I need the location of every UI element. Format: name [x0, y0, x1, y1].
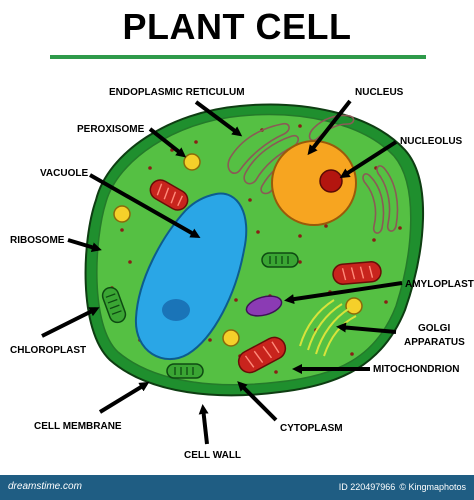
author-credit[interactable]: © Kingmaphotos: [399, 482, 466, 492]
footer-credits: ID 220497966© Kingmaphotos: [335, 482, 466, 492]
arrow-peroxisome: [148, 127, 187, 158]
label-nucleus: NUCLEUS: [355, 87, 404, 98]
image-id: ID 220497966: [338, 482, 396, 492]
arrow-golgi-apparatus: [336, 322, 397, 334]
mitochondria: [149, 179, 382, 374]
footer-bar: dreamstime.com ID 220497966© Kingmaphoto…: [0, 475, 474, 500]
vacuole-spot: [162, 299, 190, 321]
arrow-cell-wall: [198, 404, 209, 445]
arrow-amyloplast: [284, 281, 403, 305]
label-golgi-line-1: GOLGI: [418, 323, 450, 334]
arrow-nucleus: [307, 99, 352, 156]
page-title: PLANT CELL: [122, 6, 352, 47]
label-ribosome: RIBOSOME: [10, 235, 65, 246]
arrow-cell-membrane: [98, 381, 150, 414]
label-arrows: [41, 99, 403, 445]
arrow-nucleolus: [339, 140, 398, 179]
label-nucleolus: NUCLEOLUS: [400, 136, 463, 147]
arrow-ribosome: [67, 238, 102, 253]
label-cell-membrane: CELL MEMBRANE: [34, 421, 122, 432]
amyloplast: [245, 295, 283, 317]
peroxisomes: [113, 153, 363, 347]
label-mitochondrion: MITOCHONDRION: [373, 364, 459, 375]
label-amyloplast: AMYLOPLAST: [405, 279, 474, 290]
nucleus: [271, 140, 357, 226]
label-cytoplasm: CYTOPLASM: [280, 423, 343, 434]
label-peroxisome: PEROXISOME: [77, 124, 145, 135]
vacuole: [134, 192, 248, 360]
label-chloroplast: CHLOROPLAST: [10, 345, 86, 356]
label-cell-wall: CELL WALL: [184, 450, 241, 461]
arrow-cytoplasm: [237, 381, 278, 422]
nucleolus: [319, 169, 343, 193]
chloroplasts: [101, 252, 299, 379]
endoplasmic-reticulum-right: [362, 165, 399, 234]
label-endoplasmic-reticulum: ENDOPLASMIC RETICULUM: [109, 87, 245, 98]
title-underline: [50, 55, 426, 59]
arrow-vacuole: [89, 173, 201, 238]
footer-watermark[interactable]: dreamstime.com: [8, 481, 82, 492]
label-golgi-line-2: APPARATUS: [404, 337, 465, 348]
label-vacuole: VACUOLE: [40, 168, 88, 179]
arrow-chloroplast: [41, 307, 100, 338]
arrow-endoplasmic-reticulum: [194, 100, 243, 137]
plant-cell-diagram: ENDOPLASMIC RETICULUM NUCLEUS PEROXISOME…: [10, 87, 474, 461]
